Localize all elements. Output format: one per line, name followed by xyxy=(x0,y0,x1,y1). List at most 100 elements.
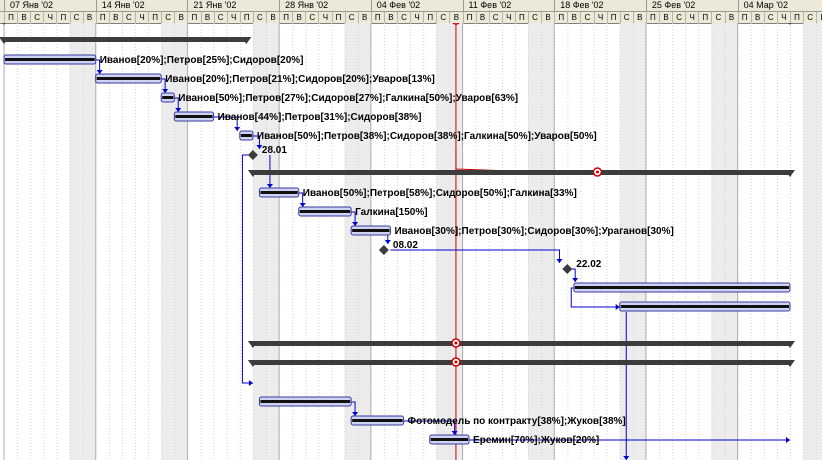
day-label: В xyxy=(200,12,214,23)
day-label: Ч xyxy=(776,12,790,23)
day-label: В xyxy=(632,12,646,23)
link-arrow xyxy=(786,437,790,443)
summary-bar[interactable] xyxy=(4,37,247,42)
day-label: В xyxy=(449,12,462,23)
day-label: П xyxy=(4,12,17,23)
task-progress xyxy=(620,305,789,308)
day-label: Ч xyxy=(43,12,56,23)
day-label: В xyxy=(292,12,305,23)
week-label: 14 Янв '02 xyxy=(95,0,188,11)
task-progress xyxy=(96,77,161,80)
day-label: В xyxy=(816,12,822,23)
day-label: В xyxy=(475,12,489,23)
day-label: В xyxy=(541,12,554,23)
day-label: В xyxy=(82,12,96,23)
day-label: В xyxy=(17,12,30,23)
dependency-link xyxy=(351,211,356,226)
day-label: В xyxy=(108,12,122,23)
dependency-link xyxy=(298,192,304,207)
link-arrow xyxy=(266,184,273,188)
day-label: В xyxy=(724,12,738,23)
weekend-shade xyxy=(357,23,371,460)
day-label: С xyxy=(69,12,83,23)
day-label: С xyxy=(580,12,593,23)
task-progress xyxy=(240,134,252,137)
dependency-link xyxy=(570,287,620,308)
dependency-link xyxy=(161,78,166,93)
summary-bar[interactable] xyxy=(252,170,790,175)
link-arrow xyxy=(175,108,182,112)
day-label: П xyxy=(279,12,292,23)
day-label: С xyxy=(213,12,227,23)
link-arrow xyxy=(615,304,620,310)
day-label: В xyxy=(357,12,371,23)
day-label: Ч xyxy=(135,12,148,23)
summary-bar[interactable] xyxy=(252,341,790,346)
summary-end-marker xyxy=(785,170,795,177)
day-label: Ч xyxy=(501,12,515,23)
resource-label: Иванов[50%];Петров[38%];Сидоров[38%];Гал… xyxy=(257,131,597,142)
day-label: Ч xyxy=(593,12,607,23)
dependency-link xyxy=(95,59,101,74)
day-label: С xyxy=(803,12,816,23)
link-arrow xyxy=(96,70,103,74)
weekend-shade xyxy=(252,23,266,460)
resource-label: Иванов[30%];Петров[30%];Сидоров[30%];Ура… xyxy=(394,226,673,237)
weekend-shade xyxy=(541,23,555,460)
weekend-shade xyxy=(82,23,96,460)
task-progress xyxy=(352,419,403,422)
dependency-link xyxy=(403,420,456,435)
resource-label: Иванов[20%];Петров[21%];Сидоров[20%];Ува… xyxy=(165,74,435,85)
week-label: 07 Янв '02 xyxy=(4,0,96,11)
task-progress xyxy=(260,400,351,403)
day-label: В xyxy=(266,12,279,23)
dependency-link xyxy=(351,401,356,416)
day-label: П xyxy=(514,12,528,23)
weekend-shade xyxy=(619,23,633,460)
day-label: С xyxy=(488,12,502,23)
resource-label: Еремин[70%];Жуков[20%] xyxy=(473,435,599,446)
day-label: П xyxy=(56,12,69,23)
dependency-link xyxy=(390,249,560,263)
milestone-date-label: 08.02 xyxy=(393,240,418,251)
day-label: С xyxy=(672,12,685,23)
status-marker-dot xyxy=(454,341,458,345)
day-label: С xyxy=(397,12,410,23)
task-progress xyxy=(299,210,351,213)
day-label: П xyxy=(95,12,109,23)
day-label: В xyxy=(567,12,580,23)
day-label: С xyxy=(344,12,358,23)
day-label: П xyxy=(790,12,803,23)
day-label: П xyxy=(698,12,711,23)
weekend-shade xyxy=(69,23,83,460)
milestone-diamond[interactable] xyxy=(247,150,258,160)
summary-start-marker xyxy=(0,37,9,44)
task-progress xyxy=(574,286,789,289)
gantt-chart-area[interactable]: Иванов[20%];Петров[25%];Сидоров[20%] Иван… xyxy=(0,23,822,460)
link-arrow xyxy=(256,145,263,149)
week-label: 18 Фев '02 xyxy=(554,0,646,11)
resource-label: Иванов[20%];Петров[25%];Сидоров[20%] xyxy=(100,55,304,66)
summary-bar[interactable] xyxy=(252,360,790,365)
weekend-shade xyxy=(174,23,188,460)
day-label: С xyxy=(121,12,135,23)
link-arrow xyxy=(352,412,359,416)
milestone-diamond[interactable] xyxy=(378,245,389,255)
summary-end-marker xyxy=(785,360,795,367)
milestone-diamond[interactable] xyxy=(562,264,573,274)
summary-end-marker xyxy=(788,23,792,25)
resource-label: Галкина[150%] xyxy=(355,207,427,218)
day-label: В xyxy=(750,12,764,23)
day-label: П xyxy=(148,12,161,23)
status-marker-dot xyxy=(595,170,599,174)
summary-start-marker xyxy=(247,341,258,348)
summary-end-marker xyxy=(785,341,795,348)
summary-start-marker xyxy=(247,170,258,177)
resource-label: Иванов[50%];Петров[27%];Сидоров[27%];Гал… xyxy=(178,93,518,104)
day-label: С xyxy=(436,12,449,23)
day-label: С xyxy=(252,12,266,23)
day-label: С xyxy=(30,12,43,23)
